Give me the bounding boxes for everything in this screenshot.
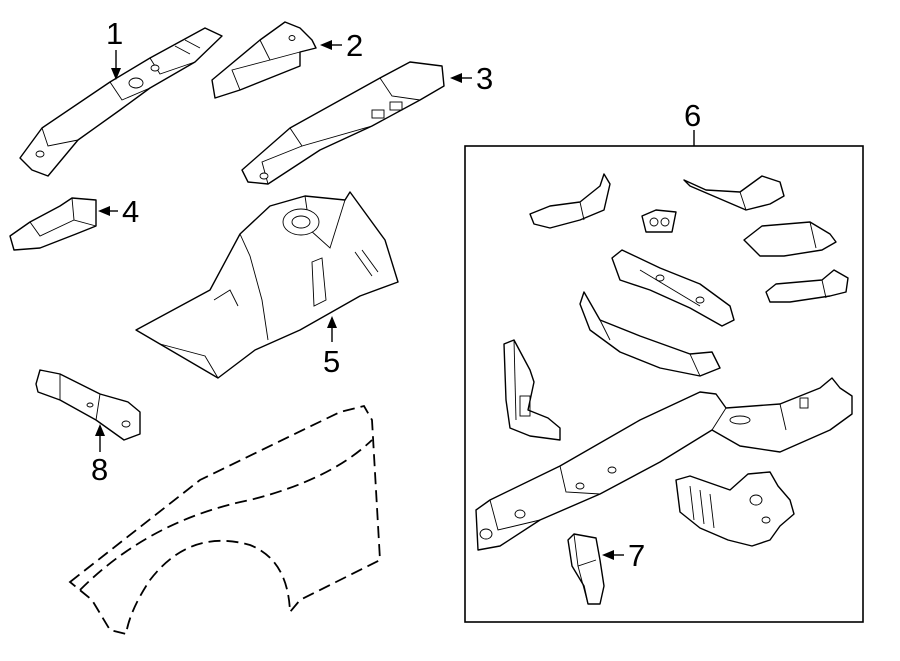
callout-2: 2 xyxy=(320,28,363,63)
callout-1: 1 xyxy=(106,16,123,80)
callout-number-3: 3 xyxy=(476,61,493,96)
kit-component-inner-apron xyxy=(675,471,795,547)
kit-component-bracket-d xyxy=(765,269,849,303)
callout-number-6: 6 xyxy=(684,98,701,133)
callout-5: 5 xyxy=(323,316,340,379)
kit-component-rail-lower xyxy=(579,291,721,377)
part-5-apron xyxy=(135,191,399,379)
callout-number-7: 7 xyxy=(628,538,645,573)
callout-6: 6 xyxy=(684,98,701,146)
callout-number-1: 1 xyxy=(106,16,123,51)
kit-component-bracket-a xyxy=(529,173,611,229)
callout-number-2: 2 xyxy=(346,28,363,63)
kit-component-main-rail xyxy=(475,377,853,551)
callout-7: 7 xyxy=(602,538,645,573)
callout-number-5: 5 xyxy=(323,344,340,379)
part-7-bracket xyxy=(567,533,605,605)
part-1-rail xyxy=(19,27,223,177)
fender-outline xyxy=(68,404,381,636)
kit-frame xyxy=(464,145,864,623)
kit-component-bracket-c xyxy=(743,221,837,257)
callout-4: 4 xyxy=(98,194,139,229)
kit-component-rail-upper xyxy=(611,249,735,327)
kit-component-plate xyxy=(641,209,677,233)
callout-number-8: 8 xyxy=(91,452,108,487)
part-2-bracket xyxy=(211,21,317,99)
kit-component-bracket-b xyxy=(683,175,785,211)
callout-number-4: 4 xyxy=(122,194,139,229)
part-8-bracket xyxy=(35,369,141,441)
callout-3: 3 xyxy=(450,61,493,96)
callout-8: 8 xyxy=(91,424,108,487)
part-3-rail xyxy=(241,61,445,185)
kit-component-bracket-e xyxy=(503,339,561,441)
part-4-bracket xyxy=(9,197,97,251)
